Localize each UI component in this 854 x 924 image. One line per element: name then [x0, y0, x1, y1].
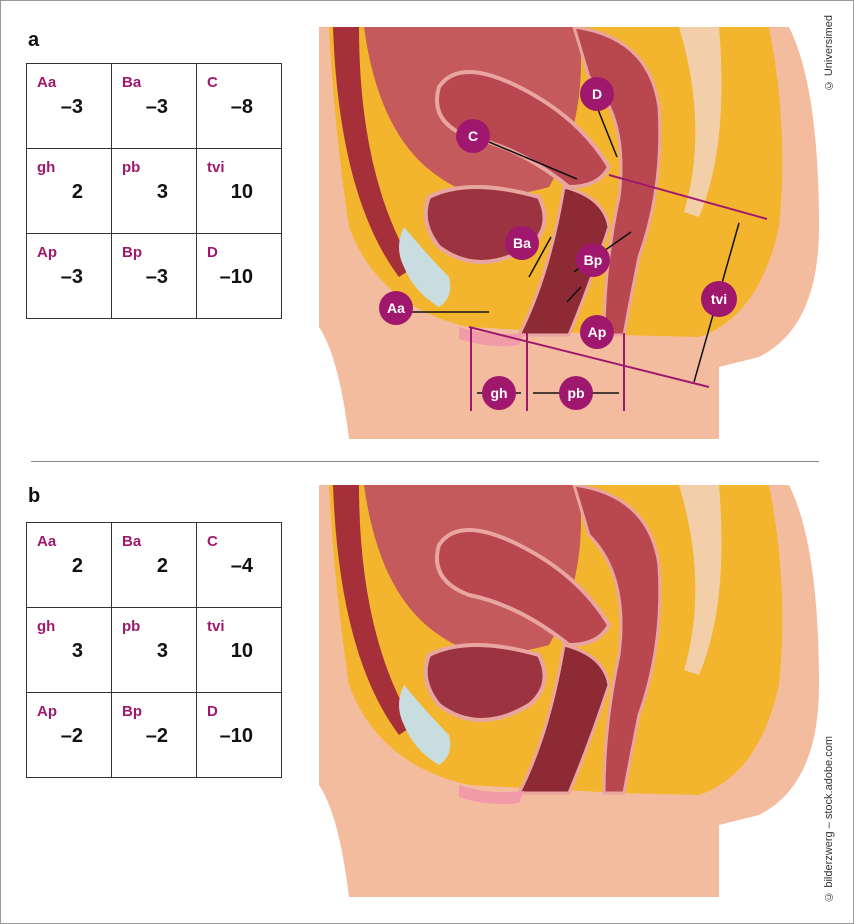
cell-label: gh	[37, 159, 56, 176]
cell-value: –2	[60, 725, 83, 747]
svg-text:C: C	[468, 128, 478, 144]
cell-c: C –8	[196, 63, 282, 149]
cell-label: D	[207, 244, 218, 261]
cell-bp: Bp–2	[111, 692, 197, 778]
cell-bp: Bp–3	[111, 233, 197, 319]
cell-value: –4	[230, 555, 253, 577]
cell-label: C	[207, 533, 218, 550]
cell-tvi: tvi 10	[196, 148, 282, 234]
credit-universimed: © Universimed	[823, 15, 835, 92]
cell-c: C –4	[196, 522, 282, 608]
cell-ba: Ba–3	[111, 63, 197, 149]
cell-value: 3	[156, 640, 168, 662]
cell-label: tvi	[207, 159, 225, 176]
measurement-overlay	[468, 174, 768, 411]
cell-value: 10	[230, 640, 253, 662]
credit-stock-adobe: © bilderzwerg – stock.adobe.com	[823, 736, 835, 903]
cell-aa: Aa 2	[26, 522, 112, 608]
svg-text:Ap: Ap	[588, 324, 607, 340]
cell-label: Ap	[37, 244, 57, 261]
cell-label: tvi	[207, 618, 225, 635]
svg-text:Bp: Bp	[584, 252, 603, 268]
marker-ba: Ba	[505, 226, 539, 260]
cell-label: Ap	[37, 703, 57, 720]
cell-aa: Aa–3	[26, 63, 112, 149]
cell-label: Aa	[37, 533, 57, 550]
cell-ba: Ba 2	[111, 522, 197, 608]
cell-label: Aa	[37, 74, 57, 91]
cell-value: 2	[71, 181, 83, 203]
cell-value: –3	[60, 96, 83, 118]
marker-c: C	[456, 119, 490, 153]
marker-ap: Ap	[580, 315, 614, 349]
cell-tvi: tvi 10	[196, 607, 282, 693]
panel-a-letter: a	[28, 29, 40, 51]
cell-gh: gh 3	[26, 607, 112, 693]
pelvic-anatomy-illustration-b	[319, 485, 819, 897]
panel-divider	[31, 461, 819, 462]
svg-text:D: D	[592, 86, 602, 102]
cell-label: Ba	[122, 533, 142, 550]
cell-pb: pb 3	[111, 148, 197, 234]
cell-label: pb	[122, 159, 141, 176]
cell-label: gh	[37, 618, 56, 635]
marker-pb: pb	[559, 376, 593, 410]
cell-value: –3	[60, 266, 83, 288]
cell-d: D–10	[196, 233, 282, 319]
cell-value: 3	[71, 640, 83, 662]
cell-value: 10	[230, 181, 253, 203]
pelvic-anatomy-illustration-a: C D Ba Bp Aa Ap tvi gh pb	[319, 27, 819, 439]
svg-text:tvi: tvi	[711, 291, 727, 307]
cell-value: 2	[71, 555, 83, 577]
cell-label: Bp	[122, 244, 142, 261]
cell-ap: Ap–3	[26, 233, 112, 319]
svg-text:pb: pb	[567, 385, 584, 401]
cell-label: D	[207, 703, 218, 720]
cell-value: 2	[156, 555, 168, 577]
cell-d: D–10	[196, 692, 282, 778]
cell-pb: pb 3	[111, 607, 197, 693]
cell-value: –3	[145, 266, 168, 288]
cell-label: Bp	[122, 703, 142, 720]
cell-ap: Ap–2	[26, 692, 112, 778]
svg-text:Aa: Aa	[387, 300, 405, 316]
cell-value: –10	[219, 725, 253, 747]
panel-b-letter: b	[28, 485, 41, 507]
cell-value: –10	[219, 266, 253, 288]
cell-value: 3	[156, 181, 168, 203]
cell-value: –3	[145, 96, 168, 118]
marker-bp: Bp	[576, 243, 610, 277]
cell-value: –2	[145, 725, 168, 747]
marker-gh: gh	[482, 376, 516, 410]
marker-aa: Aa	[379, 291, 413, 325]
cell-label: C	[207, 74, 218, 91]
svg-text:Ba: Ba	[513, 235, 531, 251]
cell-label: Ba	[122, 74, 142, 91]
marker-tvi: tvi	[701, 281, 737, 317]
cell-label: pb	[122, 618, 141, 635]
svg-text:gh: gh	[490, 385, 507, 401]
cell-gh: gh 2	[26, 148, 112, 234]
marker-d: D	[580, 77, 614, 111]
cell-value: –8	[230, 96, 253, 118]
